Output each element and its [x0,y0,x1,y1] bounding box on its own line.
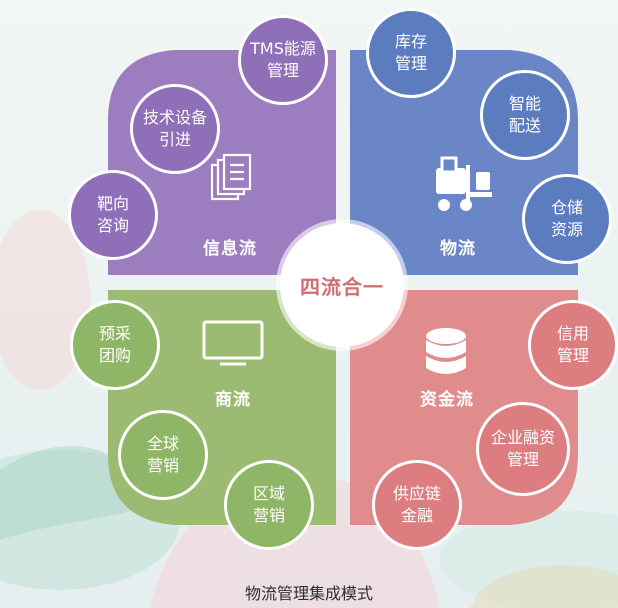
bubble-enterprise-financing: 企业融资管理 [476,402,570,496]
quadrant-label-commerce: 商流 [215,390,251,410]
monitor-icon [202,320,264,366]
bubble-group-purchase: 预采团购 [70,300,160,390]
center-label: 四流合一 [300,274,384,299]
bubble-supply-chain-finance: 供应链金融 [372,460,462,550]
bubble-smart-delivery: 智能配送 [480,70,570,160]
bubble-tms-energy: TMS能源管理 [238,15,328,105]
center-circle: 四流合一 [280,223,404,347]
quadrant-label-capital: 资金流 [420,390,474,410]
bubble-regional-marketing: 区域营销 [224,460,314,550]
bubble-target-consulting: 靶向咨询 [68,170,158,260]
forklift-icon [436,156,492,211]
caption: 物流管理集成模式 [244,584,373,603]
bubble-tech-equipment: 技术设备引进 [130,84,220,174]
document-stack-icon [210,153,252,201]
database-icon [426,328,466,374]
bubble-warehouse: 仓储资源 [522,174,612,264]
bubble-global-marketing: 全球营销 [118,410,208,500]
quadrant-label-logistics: 物流 [440,239,476,259]
quadrant-label-info: 信息流 [203,239,257,259]
bubble-inventory: 库存管理 [366,8,456,98]
bubble-credit-management: 信用管理 [528,300,618,390]
